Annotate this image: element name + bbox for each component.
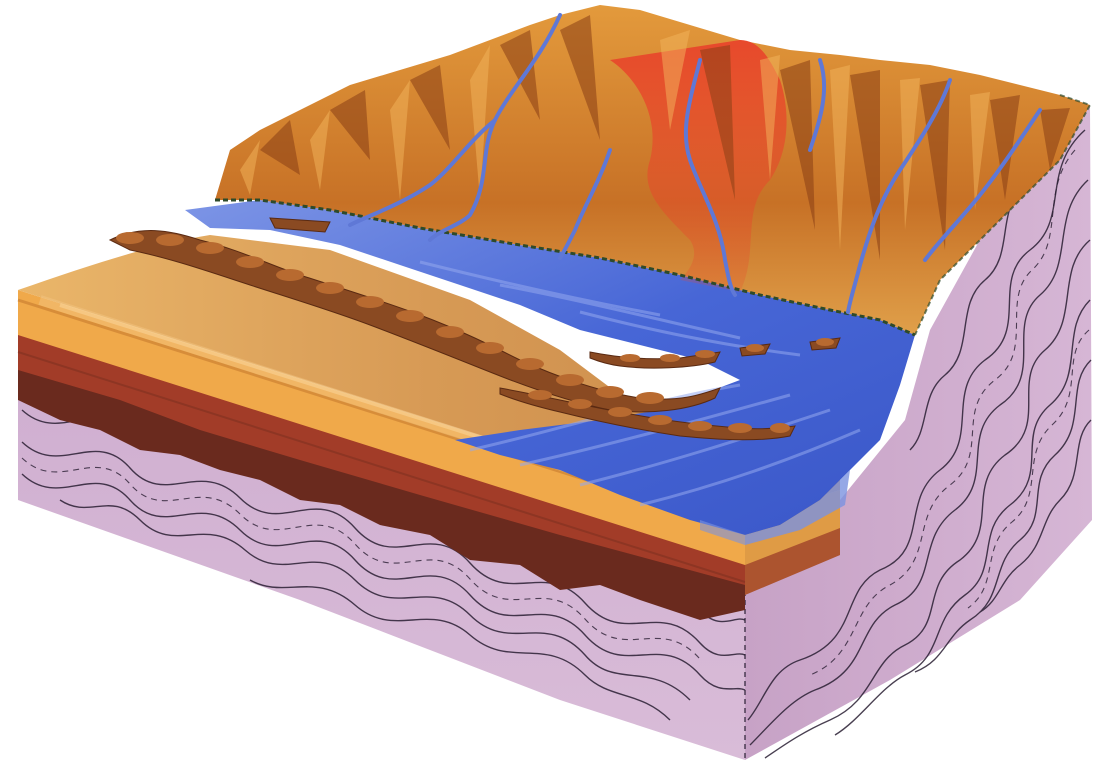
geologic-block-diagram (0, 0, 1097, 762)
